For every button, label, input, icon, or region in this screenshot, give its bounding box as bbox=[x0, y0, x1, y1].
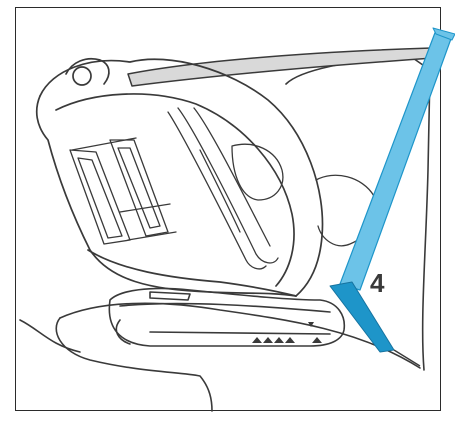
shell-lower-rim bbox=[88, 250, 296, 296]
harness-bar-low bbox=[128, 232, 176, 240]
seat-belt bbox=[330, 28, 455, 366]
vehicle-headrest bbox=[128, 48, 433, 86]
recline-rail-4 bbox=[200, 150, 240, 232]
recline-marker-1 bbox=[252, 337, 262, 343]
harness-slot-mid bbox=[110, 140, 168, 236]
shell-outer bbox=[40, 59, 323, 296]
headrest-band bbox=[128, 48, 433, 86]
harness-slot-left-inner bbox=[78, 158, 122, 238]
recline-marker-3 bbox=[274, 337, 284, 343]
shell-top-knob bbox=[73, 67, 91, 85]
base-slot bbox=[150, 292, 190, 300]
belt-strap-upper bbox=[340, 30, 452, 290]
recline-rail-3 bbox=[194, 108, 270, 246]
harness-bar-mid bbox=[120, 204, 170, 212]
recline-marker-2 bbox=[263, 337, 273, 343]
recline-marker-5 bbox=[312, 337, 322, 343]
step-number-label: 4 bbox=[370, 270, 384, 296]
child-seat-base bbox=[109, 288, 344, 346]
vehicle-seat-left-edge bbox=[20, 320, 80, 352]
harness-slot-left-outer bbox=[70, 150, 130, 244]
base-outline bbox=[109, 288, 344, 346]
recline-rail-2 bbox=[178, 108, 278, 263]
belt-anchor-line bbox=[394, 350, 420, 366]
shell-left-profile bbox=[37, 96, 296, 296]
recline-marker-4 bbox=[285, 337, 295, 343]
child-seat-interior bbox=[70, 108, 377, 269]
base-inner-line bbox=[150, 332, 330, 334]
